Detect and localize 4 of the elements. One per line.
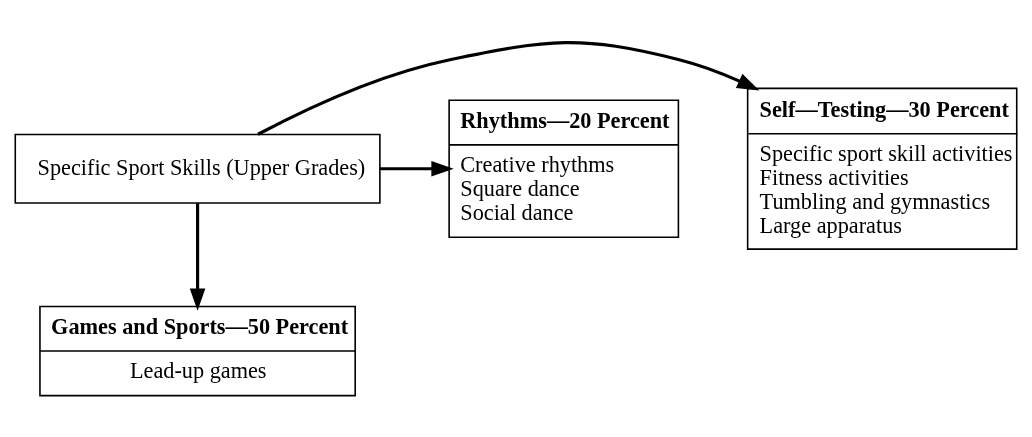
- arrow: [379, 160, 454, 177]
- node-box: Specific Sport Skills (Upper Grades): [14, 133, 381, 204]
- arrow: [189, 202, 206, 311]
- arrow: [257, 40, 760, 136]
